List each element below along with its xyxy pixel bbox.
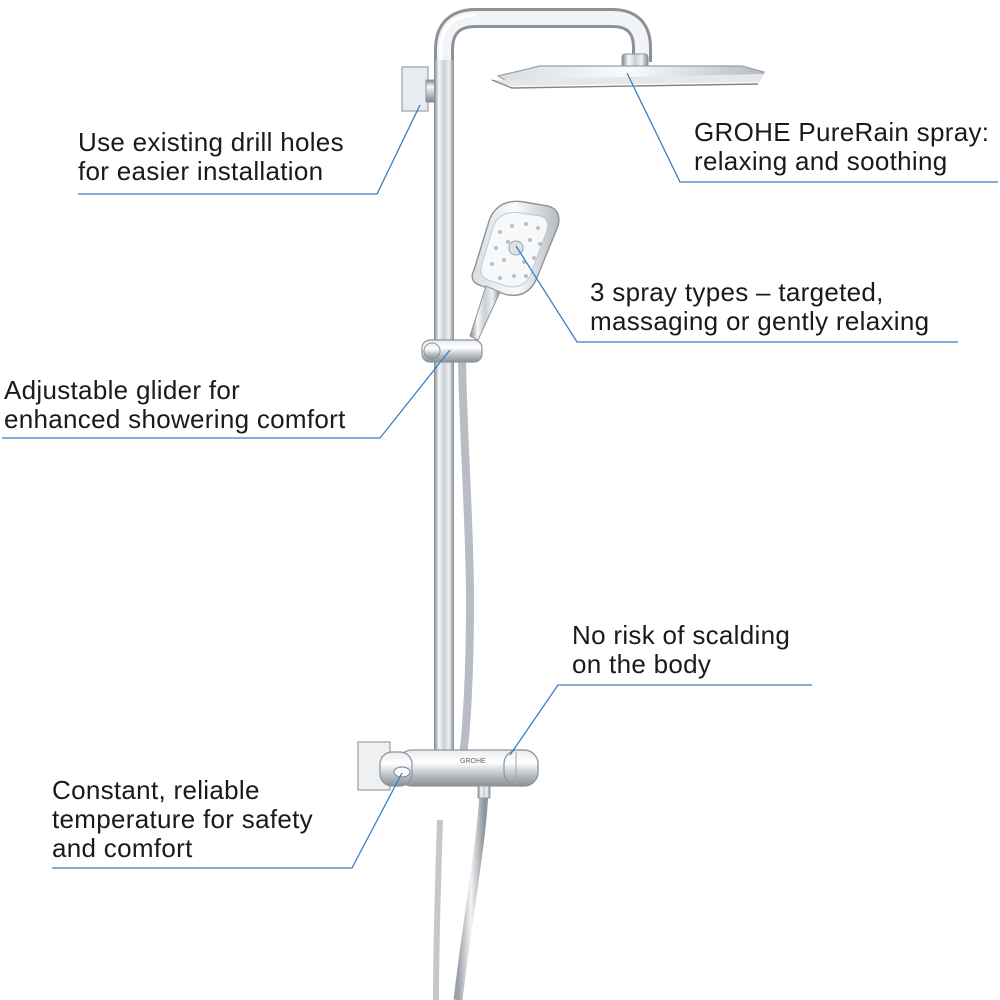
callout-purerain-line-2: relaxing and soothing (694, 146, 948, 176)
callout-temperature-line-2: temperature for safety (52, 804, 313, 834)
callout-glider-line-1: Adjustable glider for (4, 375, 241, 405)
shower-hose-upper (458, 349, 475, 761)
thermostat-body: GROHE (379, 749, 539, 799)
svg-text:GROHE: GROHE (460, 758, 486, 765)
callout-drill-holes-line-2: for easier installation (78, 156, 324, 186)
callout-spray-types: 3 spray types – targeted, massaging or g… (590, 278, 929, 336)
callout-drill-holes-line-1: Use existing drill holes (78, 127, 344, 157)
callout-temperature-line-3: and comfort (52, 833, 193, 863)
shower-hose (453, 789, 489, 1000)
shower-riser-pipe (434, 8, 652, 760)
callout-purerain: GROHE PureRain spray: relaxing and sooth… (694, 118, 989, 176)
leader-spray-types (515, 245, 958, 343)
callout-glider: Adjustable glider for enhanced showering… (4, 376, 346, 434)
leader-drill-holes (78, 104, 421, 195)
leader-purerain (626, 72, 998, 183)
leader-temperature (52, 772, 403, 869)
callout-drill-holes: Use existing drill holes for easier inst… (78, 128, 344, 186)
leader-scalding (509, 684, 812, 756)
head-shower (491, 53, 765, 89)
callout-scalding: No risk of scalding on the body (572, 621, 790, 679)
leader-glider (2, 349, 451, 439)
callout-purerain-line-1: GROHE PureRain spray: (694, 117, 990, 147)
callout-glider-line-2: enhanced showering comfort (4, 404, 346, 434)
hand-shower (469, 200, 560, 341)
callout-scalding-line-2: on the body (572, 649, 712, 679)
callout-temperature-line-1: Constant, reliable (52, 775, 260, 805)
callout-spray-types-line-2: massaging or gently relaxing (590, 306, 930, 336)
glider (421, 339, 483, 363)
callout-scalding-line-1: No risk of scalding (572, 620, 791, 650)
callout-temperature: Constant, reliable temperature for safet… (52, 776, 313, 863)
leader-lines (2, 72, 998, 869)
callout-spray-types-line-1: 3 spray types – targeted, (590, 277, 884, 307)
